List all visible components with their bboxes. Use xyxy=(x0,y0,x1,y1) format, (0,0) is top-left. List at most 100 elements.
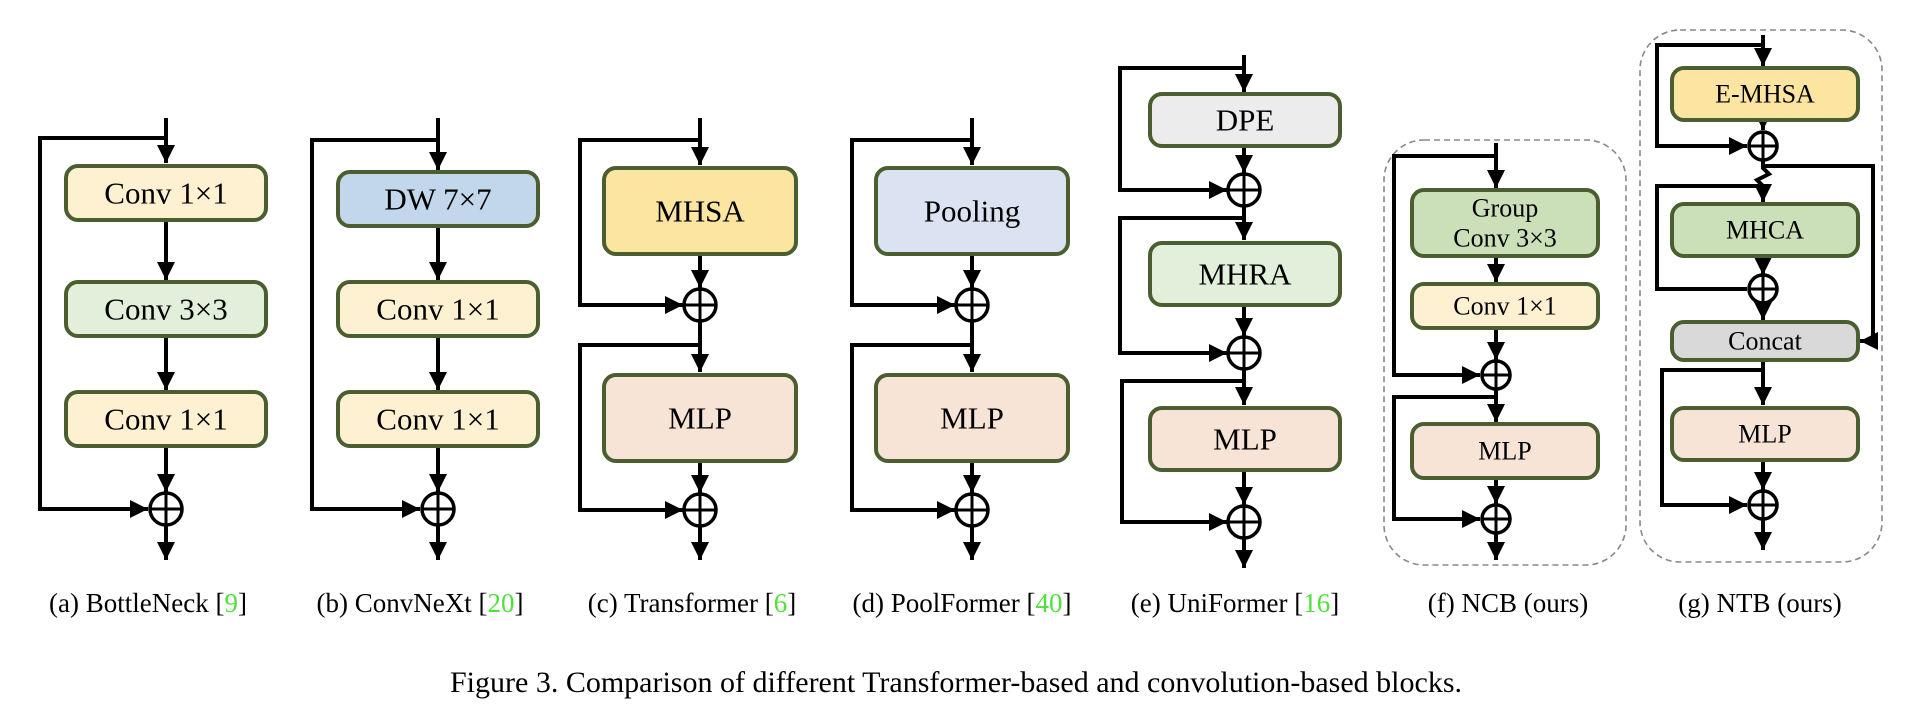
node-label: MLP xyxy=(1478,437,1531,466)
subcaption-a: (a) BottleNeck [9] xyxy=(49,588,247,618)
subcaption-text: ] xyxy=(1330,588,1339,618)
arrow xyxy=(850,343,972,519)
connector-line xyxy=(1655,184,1763,291)
subcaption-text: (a) BottleNeck [ xyxy=(49,588,224,618)
block-node: MLP xyxy=(602,373,798,463)
subcaption-text: ] xyxy=(1062,588,1071,618)
node-label: Concat xyxy=(1728,327,1802,356)
arrow xyxy=(1118,216,1244,362)
node-label: Conv 1×1 xyxy=(104,402,227,437)
block-node: Concat xyxy=(1670,320,1860,362)
subcaption-f: (f) NCB (ours) xyxy=(1428,588,1588,618)
node-box xyxy=(1148,241,1342,307)
block-node: DPE xyxy=(1148,92,1342,148)
node-label: Conv 1×1 xyxy=(376,402,499,437)
arrow xyxy=(1392,154,1496,384)
arrow xyxy=(1118,66,1244,199)
arrow xyxy=(578,343,700,519)
subcaption-text: ] xyxy=(514,588,523,618)
block-node: Conv 1×1 xyxy=(64,390,268,448)
node-box xyxy=(1410,422,1600,480)
figure-caption: Figure 3. Comparison of different Transf… xyxy=(450,666,1462,699)
block-node: MHRA xyxy=(1148,241,1342,307)
node-box xyxy=(874,373,1070,463)
add-node-icon xyxy=(148,491,184,527)
add-node-icon xyxy=(954,492,990,528)
block-node: Conv 3×3 xyxy=(64,280,268,338)
citation-link: 40 xyxy=(1035,588,1062,618)
node-label: Conv 3×3 xyxy=(1453,224,1557,253)
add-node-icon xyxy=(1226,172,1262,208)
ncb-container xyxy=(1383,139,1627,566)
add-node-icon xyxy=(954,287,990,323)
subcaption-e: (e) UniFormer [16] xyxy=(1131,588,1339,618)
node-box xyxy=(1410,282,1600,330)
citation-link: 6 xyxy=(774,588,788,618)
block-node: E-MHSA xyxy=(1670,66,1860,122)
node-box xyxy=(1670,202,1860,258)
block-node: MHCA xyxy=(1670,202,1860,258)
arrow xyxy=(850,138,972,314)
block-node: MLP xyxy=(874,373,1070,463)
node-label: Conv 1×1 xyxy=(104,176,227,211)
dashed-containers xyxy=(1383,29,1883,566)
block-node: Conv 1×1 xyxy=(336,390,540,448)
node-label: DW 7×7 xyxy=(384,182,491,217)
arrow xyxy=(38,136,166,518)
node-box xyxy=(602,166,798,256)
block-node: MLP xyxy=(1410,422,1600,480)
node-box xyxy=(64,390,268,448)
node-label: Conv 1×1 xyxy=(376,292,499,327)
node-label: MLP xyxy=(1213,422,1277,457)
node-box xyxy=(336,390,540,448)
node-label: MHSA xyxy=(655,194,745,229)
node-label: MHRA xyxy=(1198,257,1292,292)
node-label: MHCA xyxy=(1726,216,1804,245)
subcaption-b: (b) ConvNeXt [20] xyxy=(317,588,524,618)
node-label: MLP xyxy=(940,401,1004,436)
node-box xyxy=(1670,320,1860,362)
node-label: Group xyxy=(1472,194,1538,223)
add-node-icon xyxy=(1226,504,1262,540)
add-node-icon xyxy=(682,287,718,323)
subcaption-text: (d) PoolFormer [ xyxy=(853,588,1036,618)
block-node: Conv 1×1 xyxy=(64,164,268,222)
subcaption-c: (c) Transformer [6] xyxy=(588,588,796,618)
connectors xyxy=(38,35,1878,568)
block-node: MHSA xyxy=(602,166,798,256)
add-node-icon xyxy=(1480,503,1512,535)
node-box xyxy=(1670,66,1860,122)
citation-link: 16 xyxy=(1303,588,1330,618)
subcaption-text: ] xyxy=(787,588,796,618)
node-box xyxy=(1670,406,1860,462)
add-node-icon xyxy=(1226,335,1262,371)
add-node-icon xyxy=(420,491,456,527)
block-node: MLP xyxy=(1670,406,1860,462)
node-box xyxy=(1410,188,1600,258)
arrow xyxy=(1392,395,1496,528)
node-box xyxy=(602,373,798,463)
node-label: Conv 1×1 xyxy=(1453,292,1557,321)
node-box xyxy=(336,280,540,338)
node-label: MLP xyxy=(668,401,732,436)
arrow xyxy=(310,138,438,518)
node-label: E-MHSA xyxy=(1715,80,1815,109)
subcaptions: (a) BottleNeck [9](b) ConvNeXt [20](c) T… xyxy=(49,588,1842,618)
citation-link: 9 xyxy=(224,588,238,618)
block-node: MLP xyxy=(1148,406,1342,472)
node-box xyxy=(336,170,540,228)
arrow xyxy=(1120,379,1244,531)
subcaption-text: (b) ConvNeXt [ xyxy=(317,588,488,618)
node-box xyxy=(1148,92,1342,148)
node-box xyxy=(874,166,1070,256)
block-node: DW 7×7 xyxy=(336,170,540,228)
node-box xyxy=(64,164,268,222)
subcaption-text: (c) Transformer [ xyxy=(588,588,774,618)
arrow xyxy=(1660,368,1763,514)
citation-link: 20 xyxy=(487,588,514,618)
add-node-icon xyxy=(1747,273,1779,305)
block-node: Pooling xyxy=(874,166,1070,256)
subcaption-g: (g) NTB (ours) xyxy=(1678,588,1841,618)
subcaption-text: (f) NCB (ours) xyxy=(1428,588,1588,618)
ntb-container xyxy=(1639,29,1883,563)
